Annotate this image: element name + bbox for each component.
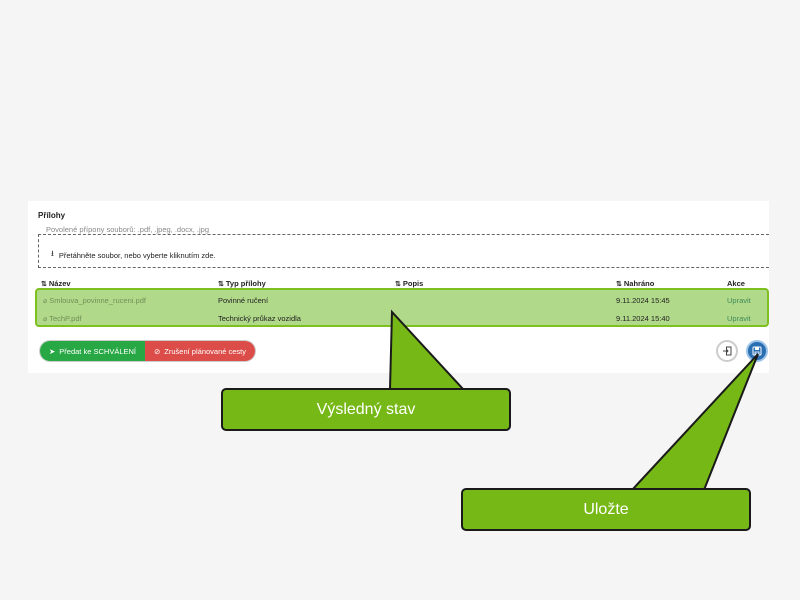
result-callout: Výsledný stav [221,388,511,431]
column-header-uploaded[interactable]: ⇅Nahráno [616,279,655,288]
file-link[interactable]: ⌀Smlouva_povinne_ruceni.pdf [43,296,146,305]
column-header-description[interactable]: ⇅Popis [395,279,424,288]
sort-icon: ⇅ [395,281,401,288]
attachment-type: Povinné ručení [218,296,269,305]
column-header-name[interactable]: ⇅Název [41,279,71,288]
save-callout-pointer [629,353,759,491]
result-callout-pointer [388,309,466,390]
dropzone-text: Přetáhněte soubor, nebo vyberte kliknutí… [58,250,216,260]
uploaded-date: 9.11.2024 15:45 [616,296,670,305]
paperclip-icon: ⌀ [43,298,48,305]
cancel-trip-button[interactable]: ⊘Zrušení plánované cesty [145,341,256,361]
highlighted-rows [35,288,769,327]
file-dropzone[interactable]: ⭳ Přetáhněte soubor, nebo vyberte kliknu… [38,234,769,268]
save-button[interactable] [746,340,768,362]
save-callout: Uložte [461,488,751,531]
sort-icon: ⇅ [41,281,47,288]
ban-icon: ⊘ [154,346,161,356]
edit-link[interactable]: Upravit [727,296,751,305]
paperclip-icon: ⌀ [43,316,48,323]
submit-for-approval-button[interactable]: ➤Předat ke SCHVÁLENÍ [40,341,145,361]
attachment-type: Technický průkaz vozidla [218,314,301,323]
file-link[interactable]: ⌀TechP.pdf [43,314,82,323]
upload-icon: ⭳ [51,249,54,258]
sort-icon: ⇅ [616,281,622,288]
column-header-actions: Akce [727,279,745,288]
edit-link[interactable]: Upravit [727,314,751,323]
uploaded-date: 9.11.2024 15:40 [616,314,670,323]
sort-icon: ⇅ [218,281,224,288]
workflow-button-group: ➤Předat ke SCHVÁLENÍ ⊘Zrušení plánované … [40,341,256,361]
allowed-types-hint: Povolené přípony souborů: .pdf, .jpeg, .… [46,225,210,234]
column-header-type[interactable]: ⇅Typ přílohy [218,279,266,288]
exit-button[interactable] [716,340,738,362]
exit-icon [723,346,732,356]
attachments-title: Přílohy [38,211,66,220]
send-icon: ➤ [49,346,56,356]
